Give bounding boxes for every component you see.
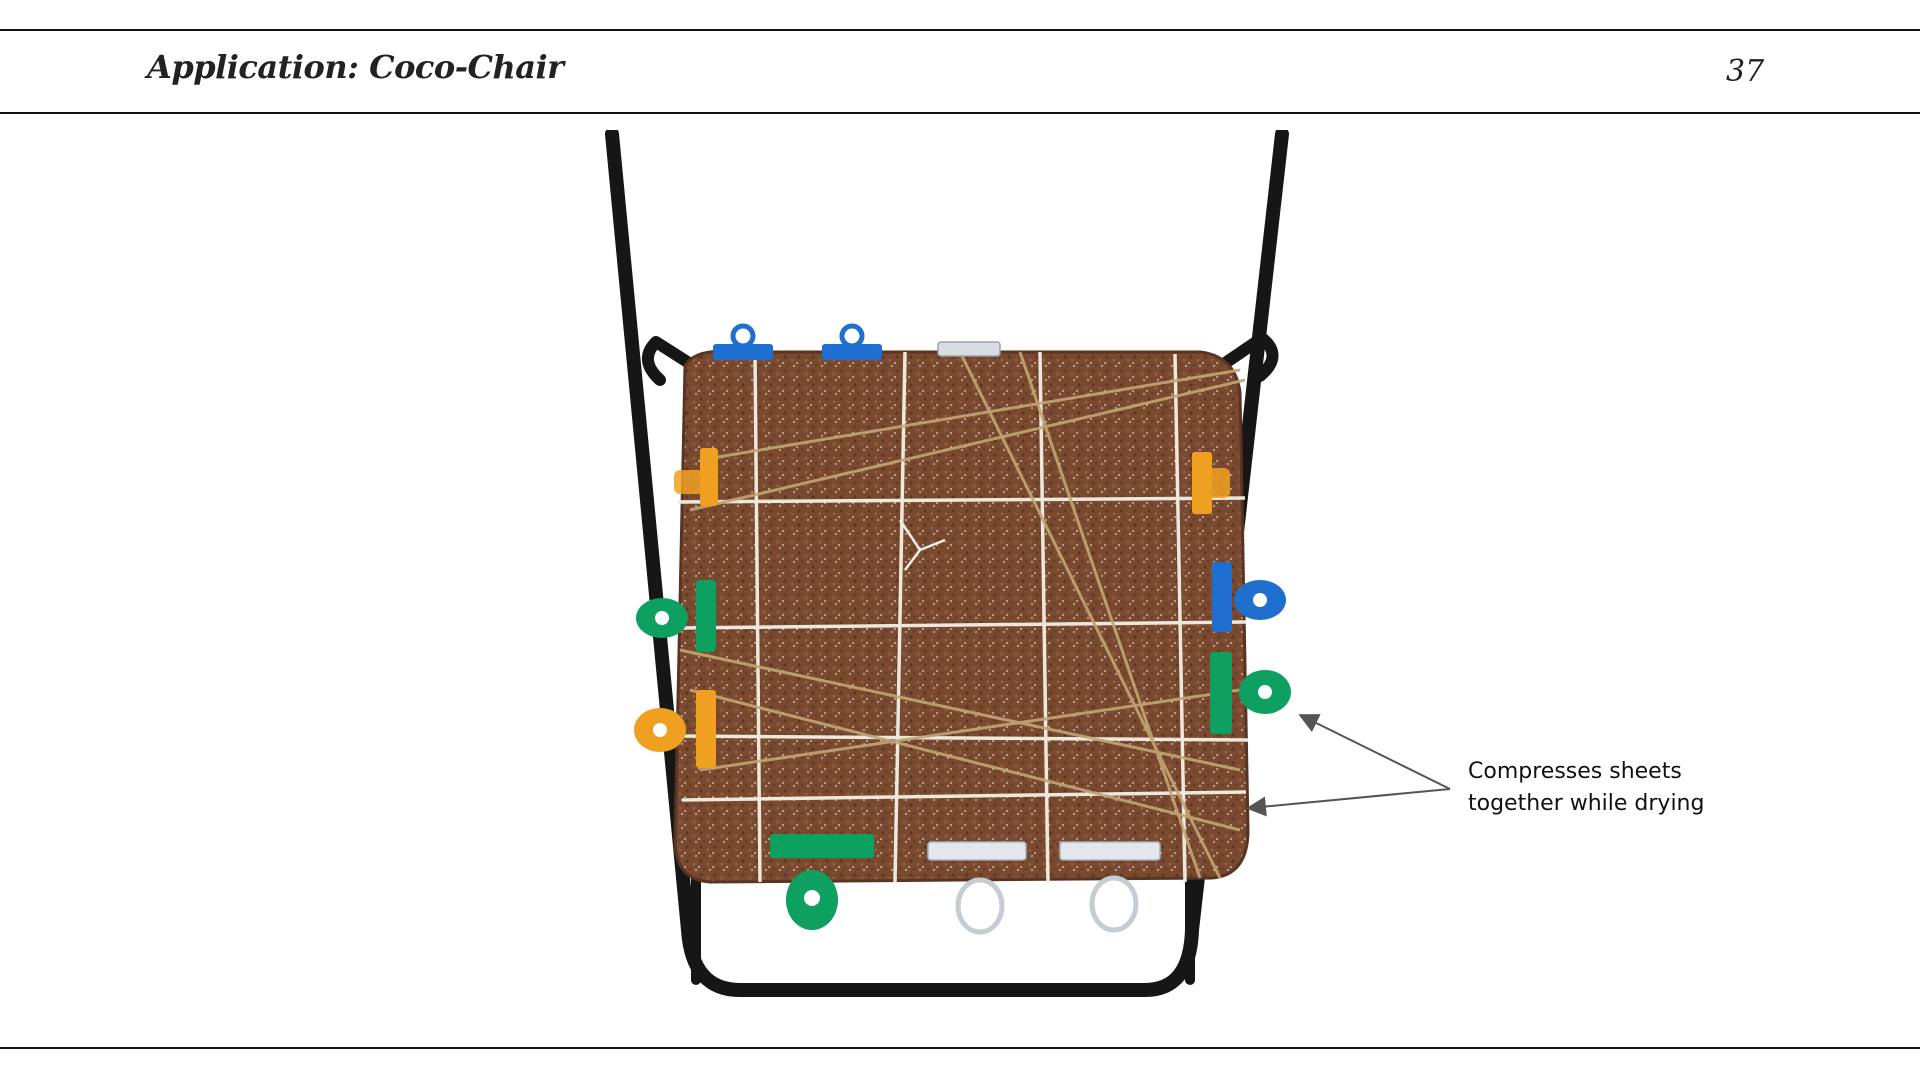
binder-clips-top xyxy=(713,323,1001,360)
arrow-icon xyxy=(1246,714,1451,817)
coco-chair-photo xyxy=(600,130,1320,1010)
annotation-callout: Compresses sheets together while drying xyxy=(1468,756,1768,820)
header-top-rule xyxy=(0,29,1920,31)
binder-clips-left xyxy=(634,448,718,768)
annotation-arrows xyxy=(1246,714,1451,817)
header-bottom-rule xyxy=(0,112,1920,114)
jute-twine xyxy=(679,351,1246,879)
twine-grid xyxy=(677,351,1249,883)
coco-chair-photo-icon xyxy=(605,130,1291,997)
annotation-line-2: together while drying xyxy=(1468,791,1705,816)
binder-clips-right xyxy=(1192,452,1291,734)
page-number: 37 xyxy=(1726,54,1765,89)
binder-clips-bottom xyxy=(770,834,1161,935)
annotation-line-1: Compresses sheets xyxy=(1468,759,1682,784)
page-title: Application: Coco-Chair xyxy=(147,48,564,86)
footer-rule xyxy=(0,1047,1920,1049)
